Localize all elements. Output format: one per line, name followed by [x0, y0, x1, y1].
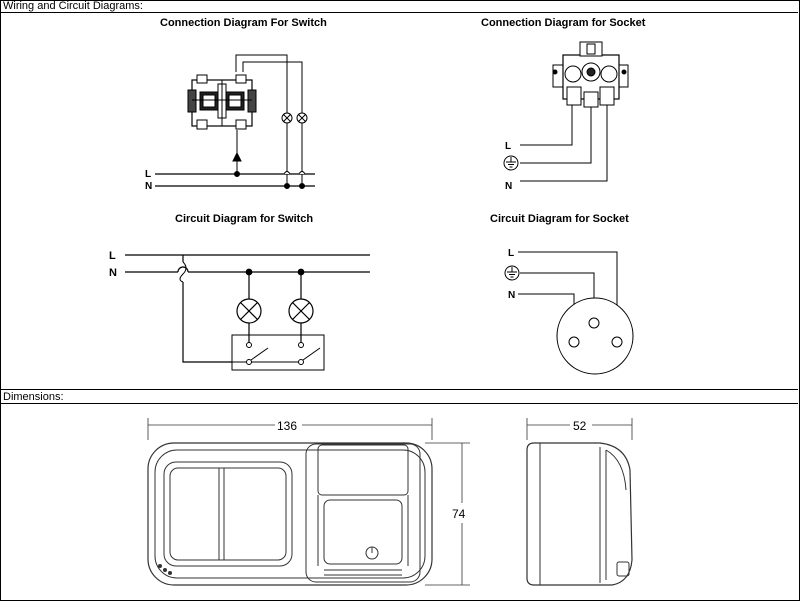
socket-circuit-diagram	[504, 251, 634, 375]
switch-circuit-diagram	[125, 254, 370, 371]
socket-connection-title: Connection Diagram for Socket	[481, 17, 646, 29]
socket-circuit-earth-icon	[504, 265, 520, 281]
socket-circuit-title: Circuit Diagram for Socket	[490, 213, 629, 225]
switch-connection-diagram	[155, 54, 315, 189]
switch-mechanism-illustration	[187, 74, 257, 130]
socket-conn-label-l: L	[505, 141, 511, 152]
switch-conn-label-l: L	[145, 169, 151, 180]
dimension-width-label: 136	[277, 419, 297, 433]
switch-circuit-lamp-1-icon	[236, 298, 262, 324]
dimensions-section-header: Dimensions:	[0, 389, 798, 404]
side-view-drawing	[526, 418, 633, 586]
socket-circuit-label-l: L	[508, 248, 514, 259]
wiring-section-header: Wiring and Circuit Diagrams:	[0, 0, 798, 13]
dimension-depth-label: 52	[573, 419, 587, 433]
socket-conn-earth-icon	[503, 155, 519, 171]
socket-circuit-label-n: N	[508, 290, 515, 301]
socket-conn-label-n: N	[505, 181, 512, 192]
switch-circuit-title: Circuit Diagram for Switch	[175, 213, 314, 225]
switch-circuit-label-l: L	[109, 250, 116, 262]
socket-connection-diagram	[503, 41, 629, 182]
switch-conn-label-n: N	[145, 181, 152, 192]
switch-circuit-lamp-2-icon	[288, 298, 314, 324]
front-view-drawing	[147, 418, 470, 586]
socket-face-icon	[556, 297, 634, 375]
switch-connection-title: Connection Diagram For Switch	[160, 17, 327, 29]
switch-circuit-label-n: N	[109, 267, 117, 279]
dimension-height-label: 74	[452, 507, 466, 521]
socket-mechanism-illustration	[552, 41, 629, 108]
